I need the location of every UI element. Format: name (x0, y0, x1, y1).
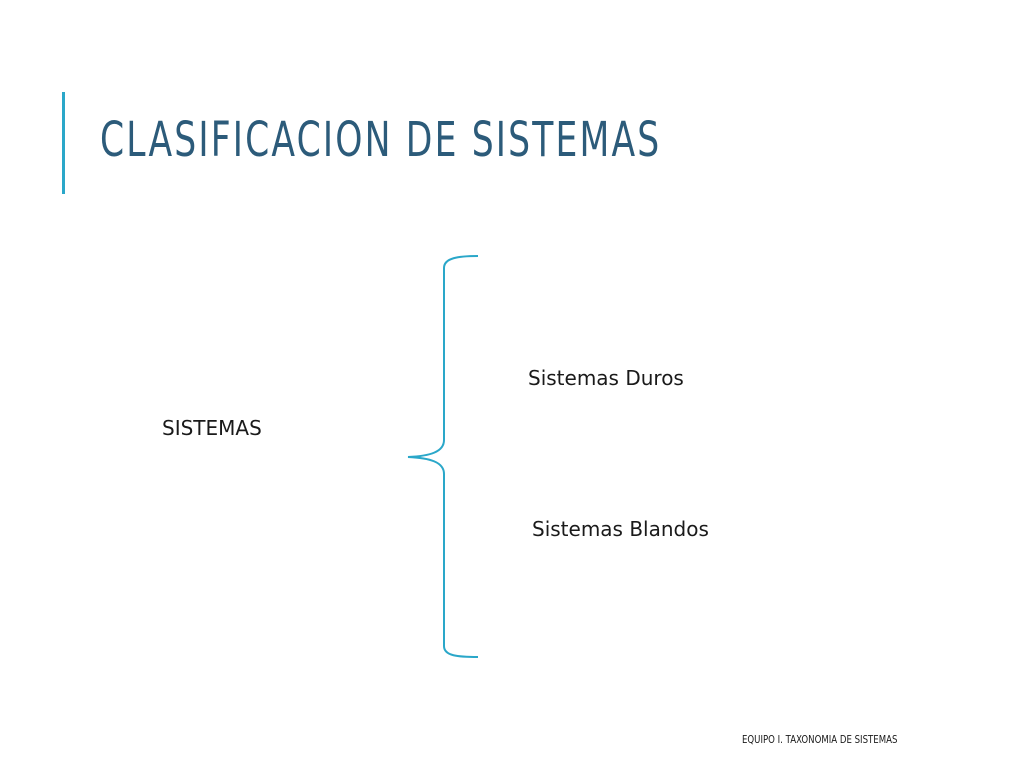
slide-footer: EQUIPO I. TAXONOMIA DE SISTEMAS (742, 733, 898, 746)
title-accent-bar (62, 92, 65, 194)
slide-title: CLASIFICACION DE SISTEMAS (100, 112, 662, 168)
diagram-branch-label: Sistemas Duros (528, 366, 684, 390)
diagram-branch-label: Sistemas Blandos (532, 517, 709, 541)
diagram-root-label: SISTEMAS (162, 416, 262, 440)
left-curly-brace-icon (407, 255, 479, 658)
